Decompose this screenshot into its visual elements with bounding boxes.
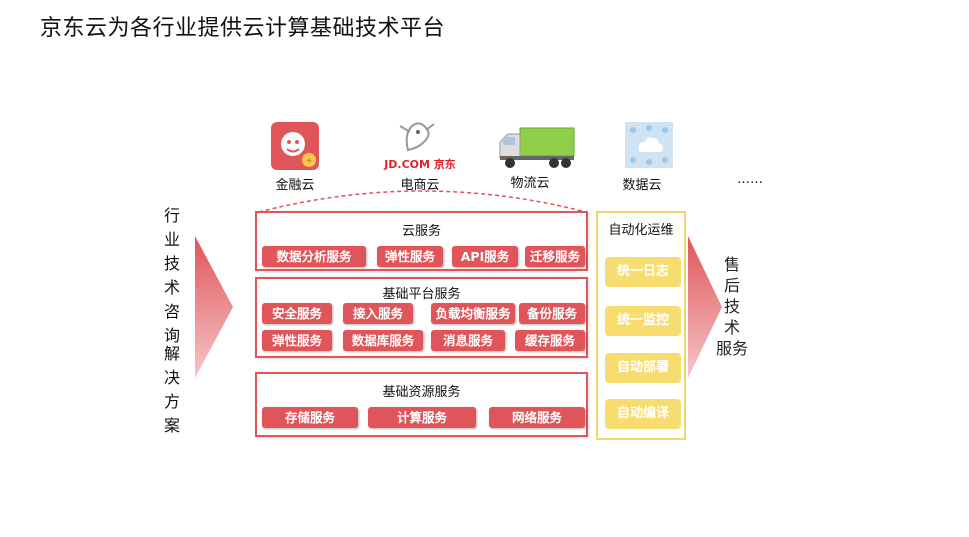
api-service-chip: API服务 bbox=[452, 246, 518, 267]
left-label-solutions: 解决方案 bbox=[162, 342, 182, 438]
right-label: 售后 技术 服务 bbox=[716, 254, 748, 359]
data-analysis-service-chip: 数据分析服务 bbox=[262, 246, 366, 267]
unified-monitoring-chip: 统一监控 bbox=[605, 306, 681, 336]
right-arrow bbox=[688, 236, 722, 378]
ops-panel: 自动化运维 统一日志 统一监控 自动部署 自动编译 bbox=[596, 211, 686, 440]
access-service-chip: 接入服务 bbox=[343, 303, 413, 324]
connector-arc bbox=[258, 190, 587, 213]
ecommerce-cloud-icon: JD.COM 京东 bbox=[380, 120, 460, 171]
ecommerce-cloud-label: 电商云 bbox=[400, 178, 440, 193]
backup-service-chip: 备份服务 bbox=[519, 303, 585, 324]
resource-services-title: 基础资源服务 bbox=[382, 385, 461, 400]
left-label-line1: 行业技术咨询 bbox=[163, 206, 180, 345]
finance-cloud-icon: + bbox=[271, 122, 319, 170]
left-label-line2: 解决方案 bbox=[163, 344, 180, 435]
right-label-line3: 服务 bbox=[716, 339, 749, 358]
elastic-service-chip: 弹性服务 bbox=[377, 246, 443, 267]
cloud-services-title: 云服务 bbox=[401, 224, 441, 239]
left-label-consulting: 行业技术咨询 bbox=[162, 204, 182, 348]
network-service-chip: 网络服务 bbox=[489, 407, 585, 428]
cloud-services-panel: 云服务 数据分析服务 弹性服务 API服务 迁移服务 bbox=[255, 211, 588, 271]
right-label-line1: 售后 bbox=[724, 255, 741, 295]
auto-compile-chip: 自动编译 bbox=[605, 399, 681, 429]
unified-log-chip: 统一日志 bbox=[605, 257, 681, 287]
logistics-truck-icon bbox=[498, 126, 576, 170]
logistics-cloud-label: 物流云 bbox=[510, 176, 550, 191]
platform-services-title: 基础平台服务 bbox=[382, 287, 461, 302]
jd-logo-text: JD.COM 京东 bbox=[384, 158, 456, 171]
resource-services-panel: 基础资源服务 存储服务 计算服务 网络服务 bbox=[255, 372, 588, 437]
data-cloud-label: 数据云 bbox=[622, 178, 662, 193]
load-balancing-service-chip: 负载均衡服务 bbox=[431, 303, 515, 324]
security-service-chip: 安全服务 bbox=[262, 303, 332, 324]
platform-services-panel: 基础平台服务 安全服务 接入服务 负载均衡服务 备份服务 弹性服务 数据库服务 … bbox=[255, 277, 588, 358]
cache-service-chip: 缓存服务 bbox=[515, 330, 585, 351]
database-service-chip: 数据库服务 bbox=[343, 330, 423, 351]
data-cloud-icon bbox=[625, 122, 673, 168]
message-service-chip: 消息服务 bbox=[431, 330, 505, 351]
storage-service-chip: 存储服务 bbox=[262, 407, 358, 428]
left-arrow bbox=[195, 236, 233, 378]
elastic-platform-service-chip: 弹性服务 bbox=[262, 330, 332, 351]
svg-text:+: + bbox=[306, 156, 312, 167]
more-clouds-ellipsis: …… bbox=[737, 172, 763, 187]
migration-service-chip: 迁移服务 bbox=[525, 246, 585, 267]
ops-title: 自动化运维 bbox=[608, 223, 674, 238]
page-title: 京东云为各行业提供云计算基础技术平台 bbox=[40, 16, 446, 41]
auto-deploy-chip: 自动部署 bbox=[605, 353, 681, 383]
compute-service-chip: 计算服务 bbox=[368, 407, 476, 428]
right-label-line2: 技术 bbox=[724, 297, 741, 337]
finance-cloud-label: 金融云 bbox=[275, 178, 315, 193]
